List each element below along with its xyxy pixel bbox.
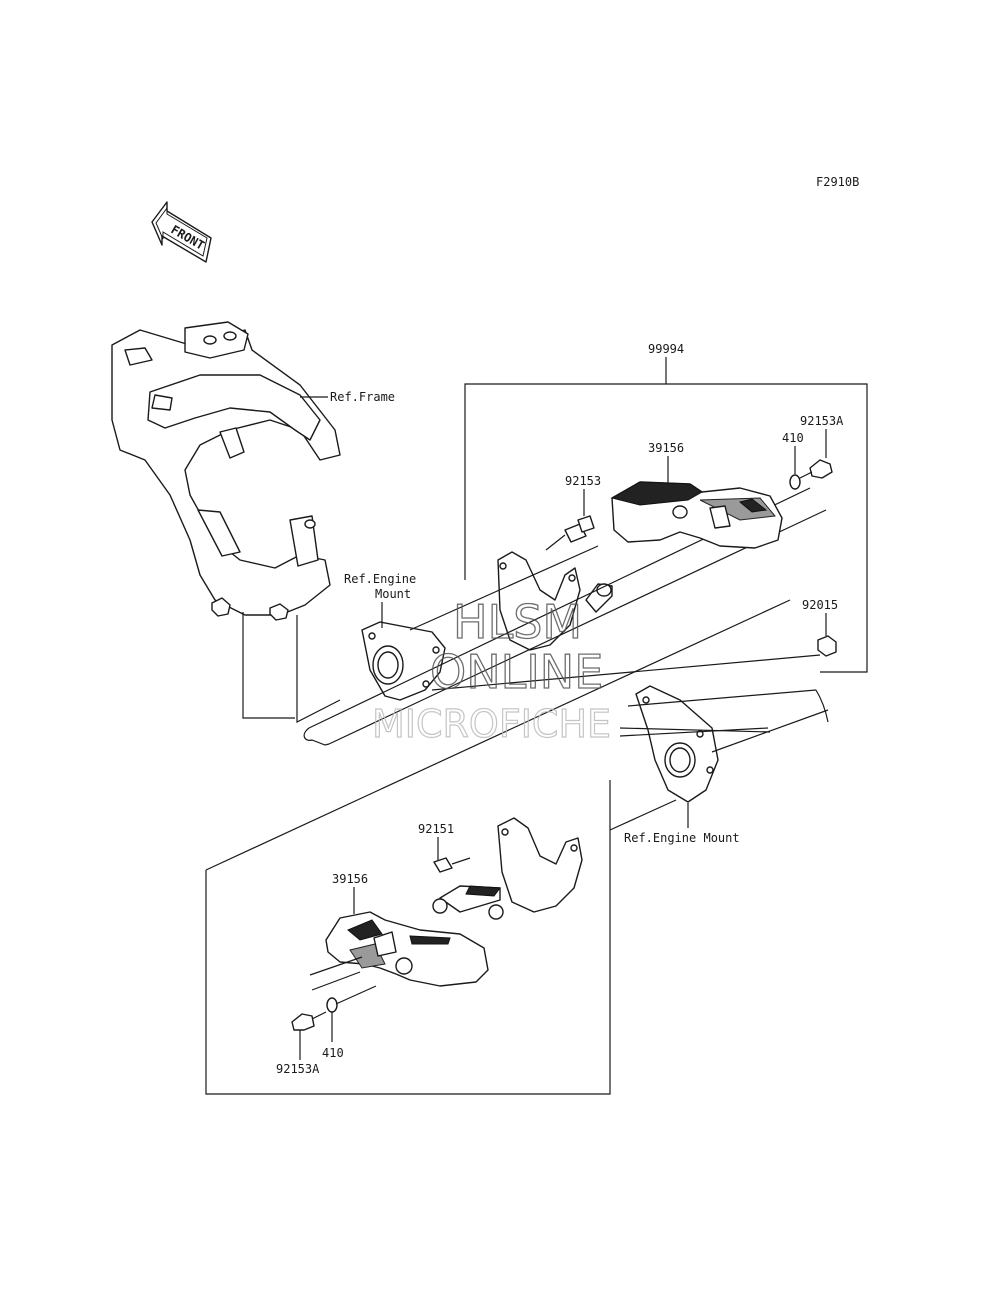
assembly-box-lower [205, 599, 791, 1095]
bracket-upper [497, 551, 613, 651]
engine-mount-lower [635, 685, 719, 803]
assembly-box-upper [464, 357, 868, 673]
bracket-lower [432, 817, 583, 920]
frame-drawing [111, 321, 341, 621]
slider-lower-label: 39156 [332, 872, 368, 886]
front-arrow-icon: FRONT [151, 201, 212, 263]
washer-lower [326, 997, 338, 1013]
bolt-a-lower [291, 1011, 327, 1031]
bolt-a-upper-label: 92153A [800, 414, 844, 428]
bolt-upper-label: 92153 [565, 474, 601, 488]
bolt-a-lower-label: 92153A [276, 1062, 320, 1076]
ref-frame-label: Ref.Frame [330, 390, 395, 404]
bolt-lower [433, 857, 471, 873]
watermark-line2: ONLINE [430, 645, 603, 699]
watermark-line1: HLSM [453, 595, 582, 649]
assembly-number-label: 99994 [648, 342, 684, 356]
washer-lower-label: 410 [322, 1046, 344, 1060]
ref-engine-mount-2-label: Ref.Engine Mount [624, 831, 740, 845]
bolt-a-upper [799, 459, 833, 479]
bolt-upper [545, 515, 595, 551]
nut [817, 635, 837, 657]
figure-code: F2910B [816, 175, 859, 189]
washer-upper-label: 410 [782, 431, 804, 445]
slider-upper [610, 481, 783, 549]
ref-engine-mount-1-line2: Mount [375, 587, 411, 601]
slider-lower [325, 911, 489, 987]
watermark: HLSM ONLINE MICROFICHE [371, 594, 611, 746]
watermark-line3: MICROFICHE [372, 702, 611, 746]
bolt-lower-label: 92151 [418, 822, 454, 836]
engine-mount-upper [361, 621, 446, 701]
washer-upper [789, 474, 801, 490]
ref-engine-mount-1-line1: Ref.Engine [344, 572, 416, 586]
nut-label: 92015 [802, 598, 838, 612]
slider-upper-label: 39156 [648, 441, 684, 455]
